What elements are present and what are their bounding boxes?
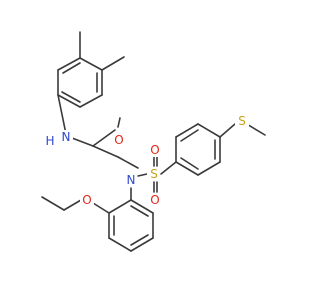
dimethylphenyl-ring xyxy=(57,57,103,108)
thioanisole-ring xyxy=(175,123,221,176)
ethoxy-group: O xyxy=(41,193,110,214)
thiomethyl: S xyxy=(219,114,266,138)
sulfonamide-n-label: N xyxy=(124,173,138,187)
amide-h-text: H xyxy=(45,134,54,148)
sulfonyl-o-bottom-text: O xyxy=(150,193,159,207)
carbonyl xyxy=(92,117,121,158)
amide-nh-label: N H xyxy=(45,130,73,148)
sulfonyl-labels: S O O xyxy=(147,143,162,207)
sulfonamide-n-text: N xyxy=(127,173,136,187)
carbonyl-o-label: O xyxy=(112,133,126,148)
n-carbonyl-bond xyxy=(71,137,94,147)
ethoxyphenyl-ring xyxy=(108,199,154,252)
structure-drawing: N H O N S O O xyxy=(41,31,266,252)
s-aryl-bond xyxy=(160,161,177,175)
sulfonyl-s-text: S xyxy=(150,167,158,181)
aryl-n-bond xyxy=(57,94,67,135)
amide-n-text: N xyxy=(62,130,71,144)
thioether-s-text: S xyxy=(238,114,246,128)
sulfonyl-o-top-text: O xyxy=(150,143,159,157)
ether-o-text: O xyxy=(82,193,91,207)
carbonyl-o-text: O xyxy=(114,133,123,147)
methyl-groups xyxy=(79,31,125,71)
molecule-canvas: N H O N S O O xyxy=(41,31,266,252)
ch2-n-bond xyxy=(117,156,139,169)
sulfonyl-group xyxy=(137,155,158,193)
